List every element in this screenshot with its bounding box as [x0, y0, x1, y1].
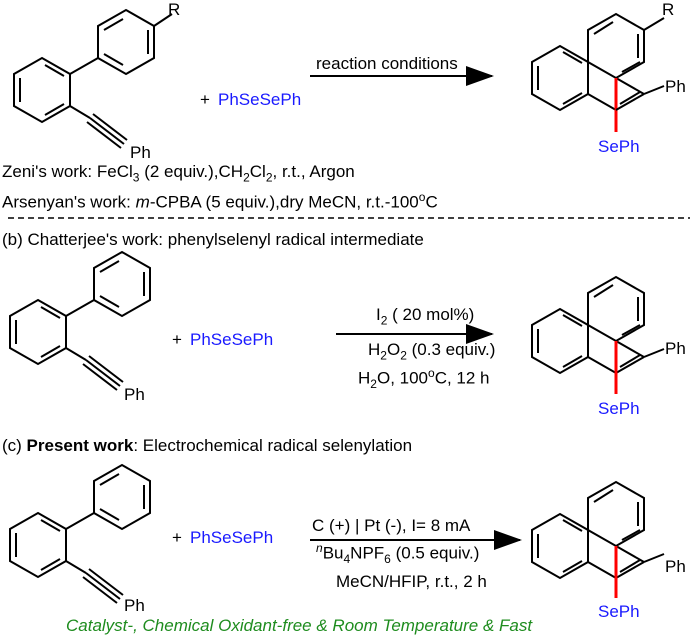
product-c [531, 480, 665, 580]
product-b [531, 275, 665, 375]
product-a [531, 12, 665, 112]
condition-peroxide: H2O2 (0.3 equiv.) [368, 340, 496, 363]
reagent-diselenide-a: PhSeSePh [218, 90, 302, 109]
phenyl-label-product-c: Ph [665, 557, 686, 576]
phenyl-label-c: Ph [124, 596, 145, 615]
seph-label-product-c: SePh [598, 602, 640, 621]
chatterjee-heading: (b) Chatterjee's work: phenylselenyl rad… [2, 230, 424, 249]
phenyl-label-product-b: Ph [665, 339, 686, 358]
arsenyan-work-line: Arsenyan's work: m-CPBA (5 equiv.),dry M… [2, 190, 438, 212]
phenyl-label-product-a: Ph [665, 77, 686, 96]
condition-electrodes: C (+) | Pt (-), I= 8 mA [312, 516, 471, 535]
substrate-a [13, 8, 173, 149]
reagent-diselenide-b: PhSeSePh [190, 330, 274, 349]
zeni-work-line: Zeni's work: FeCl3 (2 equiv.),CH2Cl2, r.… [2, 162, 355, 185]
condition-solvent: MeCN/HFIP, r.t., 2 h [336, 572, 487, 591]
reaction-conditions-label: reaction conditions [316, 54, 458, 73]
plus-sign-a: + [200, 90, 210, 109]
reagent-diselenide-c: PhSeSePh [190, 528, 274, 547]
footer-highlight: Catalyst-, Chemical Oxidant-free & Room … [66, 616, 533, 635]
phenyl-label-b: Ph [124, 385, 145, 404]
present-work-heading: (c) Present work: Electrochemical radica… [2, 436, 413, 455]
phenyl-label-a: Ph [130, 143, 151, 162]
substrate-b [9, 250, 151, 391]
condition-electrolyte: nBu4NPF6 (0.5 equiv.) [316, 541, 480, 567]
substrate-c [9, 463, 151, 604]
seph-label-product-b: SePh [598, 399, 640, 418]
seph-label-product-a: SePh [598, 137, 640, 156]
plus-sign-c: + [172, 528, 182, 547]
substituent-r-product-a: R [662, 0, 674, 19]
condition-iodine: I2 ( 20 mol%) [376, 305, 475, 328]
plus-sign-b: + [172, 330, 182, 349]
substituent-r-a: R [168, 0, 180, 19]
condition-water-temp: H2O, 100oC, 12 h [358, 366, 490, 392]
